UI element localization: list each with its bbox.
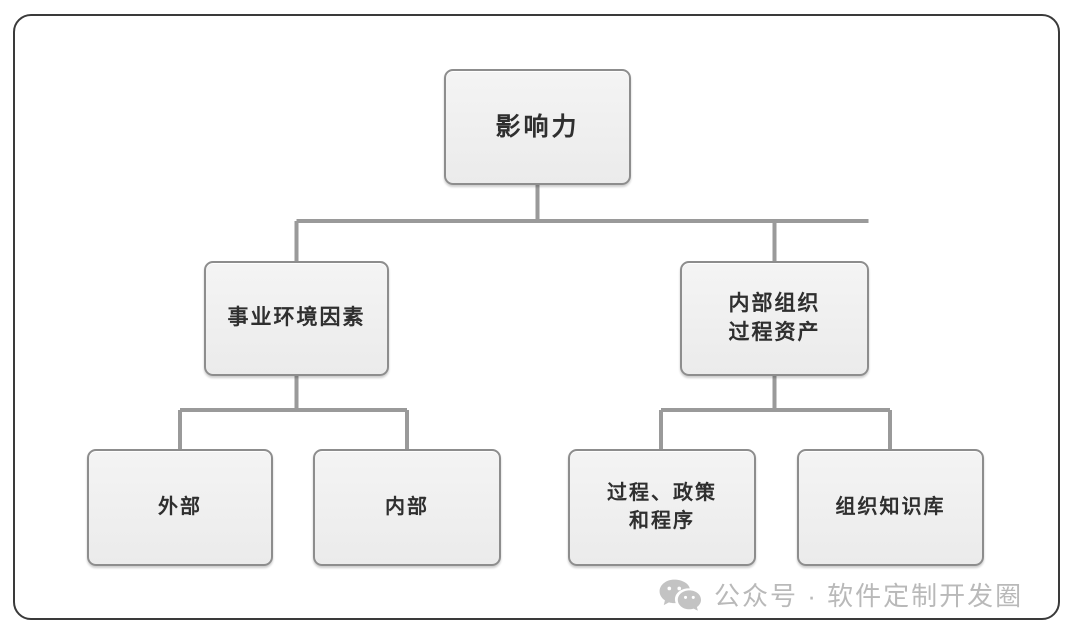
node-influence[interactable]: 影响力 <box>444 69 631 185</box>
node-organizational-process-assets-label: 内部组织 过程资产 <box>728 291 821 344</box>
node-internal[interactable]: 内部 <box>313 449 501 566</box>
node-internal-label: 内部 <box>385 495 429 518</box>
node-organizational-knowledge-base[interactable]: 组织知识库 <box>797 449 984 566</box>
wechat-icon <box>659 579 701 611</box>
node-process-policy-procedure[interactable]: 过程、政策 和程序 <box>568 449 756 566</box>
node-enterprise-environmental-factors-label: 事业环境因素 <box>227 306 366 330</box>
node-external-label: 外部 <box>158 495 202 518</box>
node-external[interactable]: 外部 <box>87 449 273 566</box>
node-organizational-process-assets[interactable]: 内部组织 过程资产 <box>680 261 869 376</box>
node-influence-label: 影响力 <box>495 112 580 141</box>
watermark-text: 公众号 · 软件定制开发圈 <box>714 580 1024 611</box>
node-organizational-knowledge-base-label: 组织知识库 <box>835 495 946 518</box>
node-enterprise-environmental-factors[interactable]: 事业环境因素 <box>204 261 389 376</box>
node-process-policy-procedure-label: 过程、政策 和程序 <box>607 481 717 532</box>
watermark: 公众号 · 软件定制开发圈 <box>659 572 1023 616</box>
